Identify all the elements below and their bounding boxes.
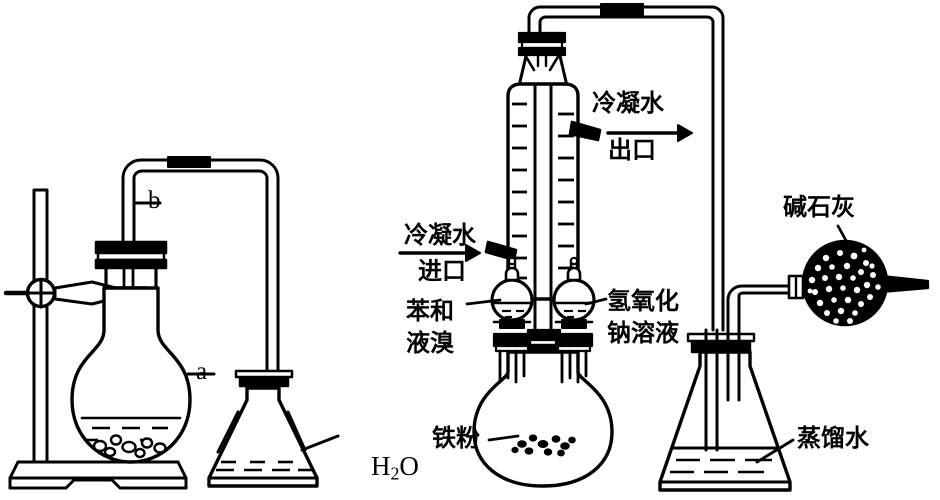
label-soda-lime: 碱石灰 [783,193,855,221]
leader-naoh [584,297,608,306]
label-condenser-inlet-line1: 冷凝水 [404,221,476,249]
leader-soda-lime [836,224,850,246]
leader-distilled-water [755,438,795,464]
condenser-outlet-arrow [606,124,693,142]
round-bottom-flask-a [70,260,192,464]
label-condenser-inlet-line2: 进口 [418,257,466,285]
flask-a-stopper [94,240,168,290]
gas-inlet-tube-long [704,328,719,452]
leader-benzene-bromine [465,298,502,306]
label-naoh-line2: 钠溶液 [607,319,679,347]
iron-stand-rod [32,188,49,464]
label-naoh-line1: 氢氧化 [607,287,679,315]
label-h2o-text: H2O [371,451,419,484]
label-tube-b: b [148,187,161,214]
dropping-funnel-right [552,256,596,384]
iron-powder-granules [511,434,576,457]
label-iron-powder: 铁粉 [432,424,480,452]
three-neck-flask [472,350,614,488]
tube-marker-left [167,156,211,168]
condenser-top-stopper [517,31,567,72]
erlenmeyer-flask-distilled-water [658,332,792,492]
label-benzene-bromine-line1: 苯和 [406,297,454,325]
soda-lime-drying-ball [787,239,930,327]
condenser-neck [517,54,569,88]
tube-marker-top [600,3,644,16]
label-condenser-outlet-line1: 冷凝水 [592,89,664,117]
condenser-coil-marks [512,102,574,288]
label-distilled-water: 蒸馏水 [797,424,869,452]
flask-granules [92,434,167,459]
label-benzene-bromine-line2: 液溴 [406,329,454,357]
iron-stand-base [8,460,188,490]
leader-iron-powder [487,434,520,442]
label-condenser-outlet-line2: 出口 [608,136,656,164]
condenser-water-outlet-port [568,120,602,142]
tube-to-soda-lime [726,284,798,402]
condenser-water-inlet-port [484,240,518,262]
leader-h2o [300,434,340,452]
condenser-inlet-arrow [398,244,481,262]
label-h2o: H2O [344,421,419,500]
condenser-tail [533,297,553,332]
condenser-inner-tube [533,82,553,332]
erlenmeyer-flask-water [207,369,319,488]
label-flask-a: a [196,358,208,385]
dropping-funnel-left [490,256,534,384]
